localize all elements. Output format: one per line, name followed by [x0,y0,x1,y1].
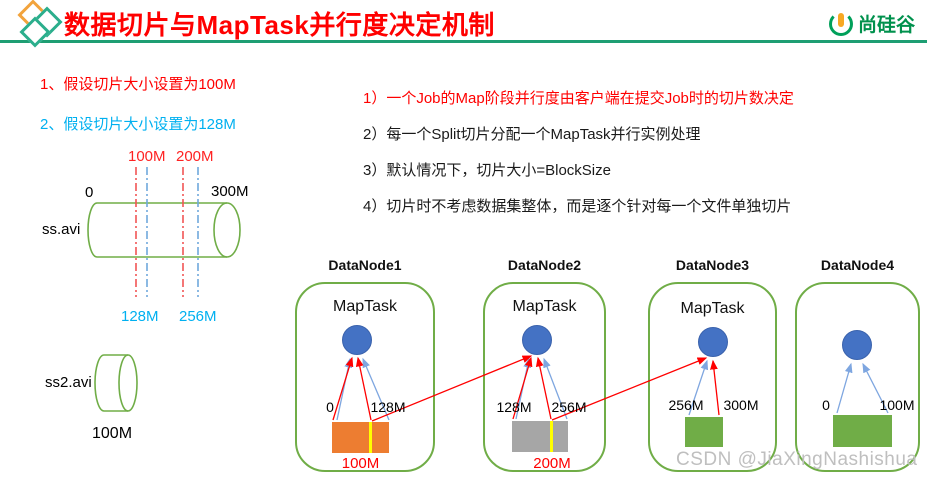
datanode1-split-label: 100M [341,455,380,472]
datanode3-maptask-node [698,327,728,357]
watermark: CSDN @JiaXingNashishua [676,449,918,470]
datanode2-maptask-node [522,325,552,355]
assumption-2: 2、假设切片大小设置为128M [40,116,236,133]
file1-zero-label: 0 [85,184,94,201]
note-2: 2）每一个Split切片分配一个MapTask并行实例处理 [363,126,701,143]
datanode2-range-start: 128M [496,399,532,415]
datanode4-maptask-node [842,330,872,360]
datanode1-maptask-node [342,325,372,355]
header-divider [0,40,927,43]
datanode1-range-end: 128M [370,399,406,415]
datanode3-label: DataNode3 [675,257,750,273]
file1-blue-mark-128M: 128M [121,308,159,325]
file1-red-mark-200M: 200M [176,148,214,165]
datanode1-range-start: 0 [326,399,334,415]
datanode2-block [512,421,568,452]
datanode3-range-end: 300M [723,397,759,413]
datanode4-block [833,415,892,447]
datanode2-split-line [550,421,553,452]
datanode2-label: DataNode2 [507,257,582,273]
datanode1-label: DataNode1 [328,257,402,273]
file1-cylinder [87,202,241,258]
datanode1-split-line [369,422,372,453]
note-1: 1）一个Job的Map阶段并行度由客户端在提交Job时的切片数决定 [363,90,794,107]
brand: 尚硅谷 [828,10,915,37]
file2-size-label: 100M [92,425,133,442]
brand-name: 尚硅谷 [857,15,915,36]
datanode2-split-label: 200M [533,455,571,472]
shangguigu-logo-icon [828,11,853,36]
page-title: 数据切片与MapTask并行度决定机制 [64,10,495,40]
assumption-1: 1、假设切片大小设置为100M [40,76,236,93]
datanode3-maptask-label: MapTask [680,300,745,317]
datanode4-container [795,282,920,472]
datanode1-block [332,422,389,453]
datanode3-block [685,417,723,447]
datanode4-range-end: 100M [879,397,915,413]
datanode4-label: DataNode4 [820,257,895,273]
datanode2-maptask-label: MapTask [512,298,577,315]
datanode4-range-start: 0 [822,397,830,413]
datanode2-range-end: 256M [551,399,587,415]
file1-name: ss.avi [42,221,81,238]
file2-name: ss2.avi [45,374,92,391]
datanode3-range-start: 256M [668,397,704,413]
file1-red-mark-100M: 100M [128,148,166,165]
file1-blue-mark-256M: 256M [179,308,217,325]
file1-end-label: 300M [211,183,249,200]
note-4: 4）切片时不考虑数据集整体，而是逐个针对每一个文件单独切片 [363,198,792,215]
file2-cylinder [94,354,138,412]
datanode1-maptask-label: MapTask [332,298,398,315]
note-3: 3）默认情况下，切片大小=BlockSize [363,162,611,179]
